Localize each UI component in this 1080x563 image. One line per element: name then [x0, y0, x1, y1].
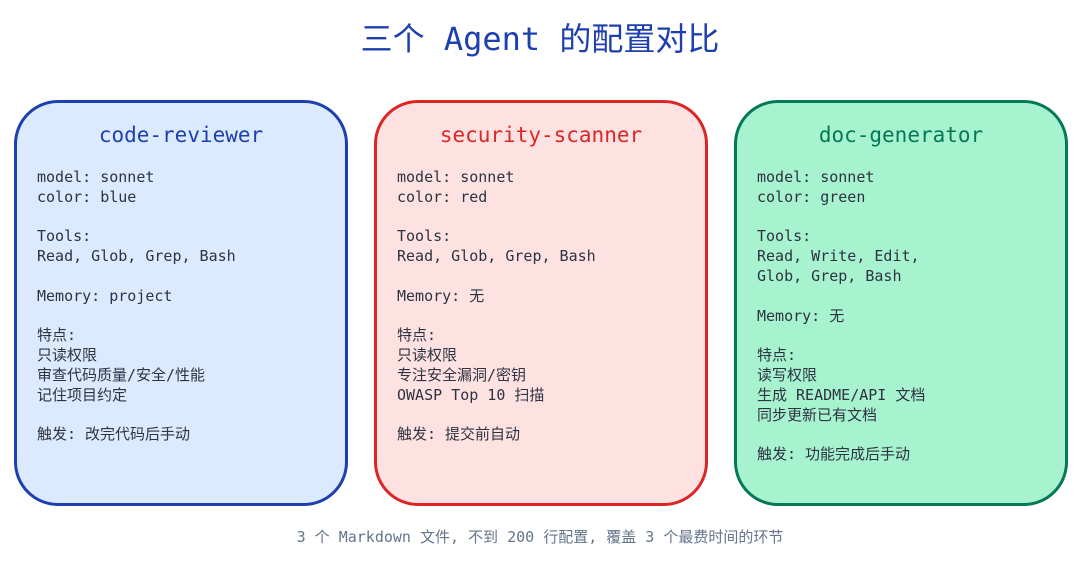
footer-caption: 3 个 Markdown 文件, 不到 200 行配置, 覆盖 3 个最费时间的…	[296, 528, 784, 546]
config-line	[757, 287, 925, 307]
config-line: Read, Glob, Grep, Bash	[397, 247, 596, 266]
config-line: 只读权限	[37, 346, 98, 365]
page-title: 三个 Agent 的配置对比	[360, 20, 720, 58]
config-line: 特点:	[757, 346, 797, 365]
agent-card-title: security-scanner	[439, 123, 643, 147]
config-line	[397, 406, 596, 426]
config-line	[37, 406, 236, 426]
config-line	[397, 208, 596, 228]
config-line: Tools:	[37, 227, 92, 246]
config-line: 触发: 提交前自动	[397, 425, 521, 444]
config-line: Memory: 无	[757, 306, 845, 325]
agent-card-title: doc-generator	[818, 123, 984, 147]
config-line: 特点:	[37, 326, 77, 345]
config-line: color: green	[757, 187, 866, 206]
config-line: 只读权限	[397, 346, 458, 365]
config-line	[757, 208, 925, 228]
config-line: Read, Glob, Grep, Bash	[37, 247, 236, 266]
config-line: Tools:	[397, 227, 452, 246]
config-line	[397, 267, 596, 287]
config-line: Memory: 无	[397, 286, 485, 305]
config-line	[37, 307, 236, 327]
config-line	[757, 425, 925, 445]
config-line: 记住项目约定	[37, 385, 128, 404]
config-line: 特点:	[397, 326, 437, 345]
config-line: Read, Write, Edit,	[757, 247, 920, 266]
config-line	[397, 307, 596, 327]
config-line: OWASP Top 10 扫描	[397, 385, 545, 404]
config-line: model: sonnet	[397, 168, 515, 186]
config-line: 专注安全漏洞/密钥	[397, 365, 527, 384]
config-line: 触发: 功能完成后手动	[757, 445, 911, 464]
agent-card-title: code-reviewer	[98, 123, 264, 147]
config-line: Glob, Grep, Bash	[757, 266, 902, 285]
config-line	[757, 326, 925, 346]
config-line: 读写权限	[757, 365, 818, 384]
config-line: Memory: project	[37, 286, 173, 305]
config-line	[37, 208, 236, 228]
config-line: color: blue	[37, 187, 137, 206]
config-line: color: red	[397, 187, 488, 206]
config-line: 审查代码质量/安全/性能	[37, 365, 206, 384]
config-line: model: sonnet	[37, 168, 155, 186]
config-line	[37, 267, 236, 287]
config-line: 触发: 改完代码后手动	[37, 425, 191, 444]
config-line: 生成 README/API 文档	[757, 385, 926, 404]
config-line: model: sonnet	[757, 168, 875, 186]
config-line: 同步更新已有文档	[757, 405, 878, 424]
config-line: Tools:	[757, 227, 812, 246]
